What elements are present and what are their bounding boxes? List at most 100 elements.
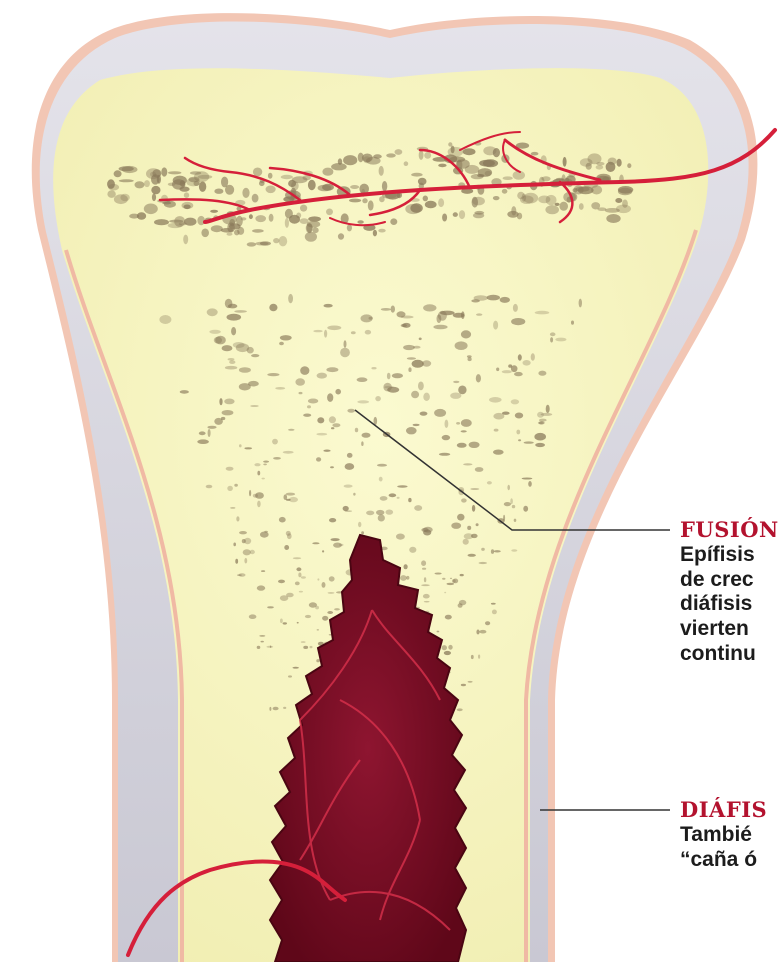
metaphysis-pore xyxy=(456,422,460,425)
epiphysis-pore xyxy=(306,223,313,233)
epiphysis-pore xyxy=(358,153,364,163)
metaphysis-pore xyxy=(539,419,547,422)
metaphysis-pore xyxy=(507,485,510,490)
epiphysis-pore xyxy=(448,147,464,157)
metaphysis-pore xyxy=(439,453,450,456)
metaphysis-pore xyxy=(511,549,517,551)
epiphysis-pore xyxy=(285,209,293,219)
metaphysis-pore xyxy=(476,523,479,526)
epiphysis-pore xyxy=(556,178,565,181)
metaphysis-pore xyxy=(273,457,281,460)
metaphysis-pore xyxy=(491,549,494,554)
metaphysis-pore xyxy=(383,383,391,392)
epiphysis-pore xyxy=(168,171,181,174)
metaphysis-pore xyxy=(295,582,300,586)
metaphysis-pore xyxy=(257,501,261,508)
epiphysis-pore xyxy=(373,154,382,158)
metaphysis-pore xyxy=(376,510,384,515)
metaphysis-pore xyxy=(340,348,350,357)
metaphysis-pore xyxy=(461,330,471,338)
metaphysis-pore xyxy=(422,568,426,570)
metaphysis-pore xyxy=(286,531,291,536)
metaphysis-pore xyxy=(397,497,400,499)
metaphysis-pore xyxy=(327,393,333,402)
epiphysis-pore xyxy=(575,187,589,192)
epiphysis-pore xyxy=(255,242,268,246)
metaphysis-pore xyxy=(496,368,499,372)
metaphysis-pore xyxy=(423,393,430,401)
epiphysis-pore xyxy=(474,211,484,215)
metaphysis-pore xyxy=(280,335,292,340)
metaphysis-pore xyxy=(233,543,236,547)
metaphysis-pore xyxy=(550,337,553,342)
metaphysis-pore xyxy=(207,426,216,429)
metaphysis-pore xyxy=(331,538,340,541)
metaphysis-pore xyxy=(305,615,311,618)
epiphysis-pore xyxy=(326,209,333,216)
metaphysis-pore xyxy=(257,646,261,649)
epiphysis-pore xyxy=(114,170,122,177)
metaphysis-pore xyxy=(332,423,340,427)
epiphysis-pore xyxy=(419,150,424,160)
metaphysis-pore xyxy=(288,294,293,303)
metaphysis-pore xyxy=(330,466,334,468)
epiphysis-pore xyxy=(410,203,422,213)
epiphysis-pore xyxy=(596,165,604,170)
epiphysis-pore xyxy=(350,185,359,189)
metaphysis-pore xyxy=(546,405,550,413)
metaphysis-pore xyxy=(269,304,277,312)
metaphysis-pore xyxy=(523,360,531,366)
epiphysis-pore xyxy=(343,155,357,165)
metaphysis-pore xyxy=(209,330,221,334)
metaphysis-pore xyxy=(392,373,403,378)
metaphysis-pore xyxy=(228,358,235,361)
epiphysis-pore xyxy=(247,242,256,246)
epiphysis-pore xyxy=(151,186,160,194)
metaphysis-pore xyxy=(555,338,566,342)
metaphysis-pore xyxy=(402,323,410,328)
metaphysis-pore xyxy=(535,443,545,447)
epiphysis-pore xyxy=(107,190,115,198)
metaphysis-pore xyxy=(512,505,515,508)
metaphysis-pore xyxy=(353,493,355,496)
metaphysis-pore xyxy=(283,707,286,709)
epiphysis-pore xyxy=(448,142,452,146)
epiphysis-pore xyxy=(423,196,428,202)
epiphysis-pore xyxy=(438,198,444,207)
epiphysis-pore xyxy=(184,205,191,210)
metaphysis-pore xyxy=(435,573,442,575)
epiphysis-pore xyxy=(411,173,423,177)
epiphysis-pore xyxy=(285,218,289,228)
metaphysis-pore xyxy=(357,400,369,403)
metaphysis-pore xyxy=(508,364,512,367)
epiphysis-pore xyxy=(373,230,377,237)
metaphysis-pore xyxy=(423,304,436,311)
epiphysis-pore xyxy=(305,232,317,242)
epiphysis-pore xyxy=(580,158,593,166)
epiphysis-pore xyxy=(627,163,631,168)
epiphysis-pore xyxy=(459,210,465,219)
metaphysis-pore xyxy=(444,651,451,655)
epiphysis-pore xyxy=(538,196,550,204)
metaphysis-pore xyxy=(236,343,249,352)
metaphysis-pore xyxy=(244,558,247,564)
epiphysis-pore xyxy=(186,178,200,186)
metaphysis-pore xyxy=(261,570,265,572)
epiphysis-pore xyxy=(424,152,431,159)
epiphysis-pore xyxy=(425,201,437,209)
metaphysis-pore xyxy=(288,429,295,431)
metaphysis-pore xyxy=(476,313,482,315)
metaphysis-pore xyxy=(537,412,544,418)
metaphysis-pore xyxy=(457,514,464,521)
metaphysis-pore xyxy=(347,453,353,458)
metaphysis-pore xyxy=(447,583,455,585)
metaphysis-pore xyxy=(316,659,320,662)
epiphysis-pore xyxy=(531,152,539,156)
metaphysis-pore xyxy=(407,357,416,359)
metaphysis-pore xyxy=(365,330,371,335)
metaphysis-pore xyxy=(421,560,426,566)
metaphysis-pore xyxy=(249,490,251,496)
metaphysis-pore xyxy=(298,573,301,578)
metaphysis-pore xyxy=(381,308,391,311)
epiphysis-pore xyxy=(616,205,631,214)
